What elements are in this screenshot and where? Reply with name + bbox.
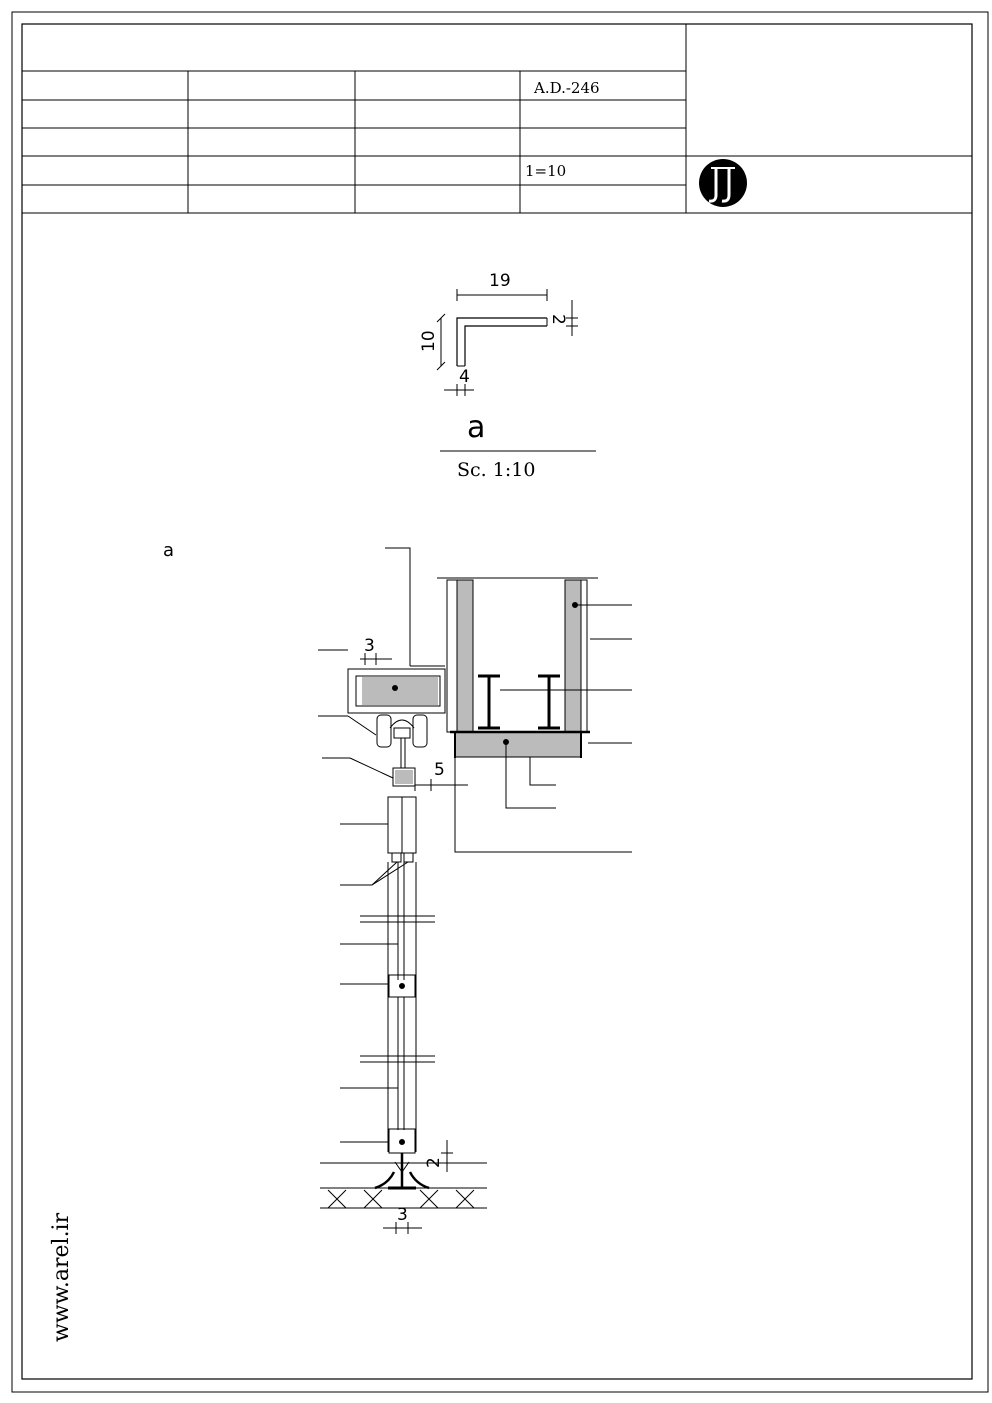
detail-scale-label: Sc. 1:10 <box>457 459 535 481</box>
detail-label: a <box>467 410 485 445</box>
website-url: www.arel.ir <box>49 1212 74 1342</box>
jj-monogram-logo-icon <box>699 159 747 207</box>
ceiling-assembly <box>437 577 632 853</box>
door-panel <box>340 796 435 1154</box>
top-gap-dim: 3 <box>364 636 375 656</box>
detail-leg-dim: 4 <box>459 367 470 387</box>
bottom-gap-dim: 2 <box>424 1157 444 1168</box>
bottom-width-dim: 3 <box>397 1205 408 1225</box>
title-block <box>22 24 972 214</box>
scale-value: 1=10 <box>525 162 566 180</box>
detail-width-dim: 19 <box>489 271 511 291</box>
drawing-number: A.D.-246 <box>533 79 600 97</box>
detail-a-profile <box>436 289 596 452</box>
section-callout-label: a <box>163 540 174 561</box>
outer-border <box>11 11 989 1393</box>
side-gap-dim: 5 <box>434 760 445 780</box>
trolley-hanger <box>318 714 468 791</box>
inner-border <box>21 23 973 1380</box>
detail-height-dim: 10 <box>419 330 439 352</box>
floor-guide <box>320 1140 487 1234</box>
detail-top-thickness-dim: 2 <box>548 314 568 325</box>
top-track <box>318 547 446 714</box>
